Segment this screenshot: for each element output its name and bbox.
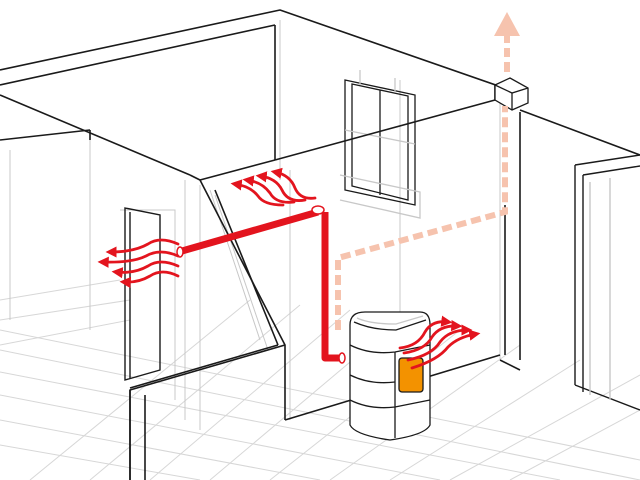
chimney-terminal (494, 77, 529, 111)
door-left-room (124, 207, 161, 381)
duct-fittings (176, 205, 346, 364)
flue-pipe (335, 106, 508, 330)
hot-air-duct (181, 208, 342, 362)
stove-window (398, 357, 424, 393)
window-back-wall (339, 70, 421, 219)
exhaust-arrow (494, 12, 520, 72)
door-right-wall (574, 154, 640, 411)
floor-grid (0, 279, 640, 480)
hot-air-arrows (97, 167, 481, 370)
room-walls (0, 9, 640, 480)
pellet-stove (349, 311, 431, 441)
